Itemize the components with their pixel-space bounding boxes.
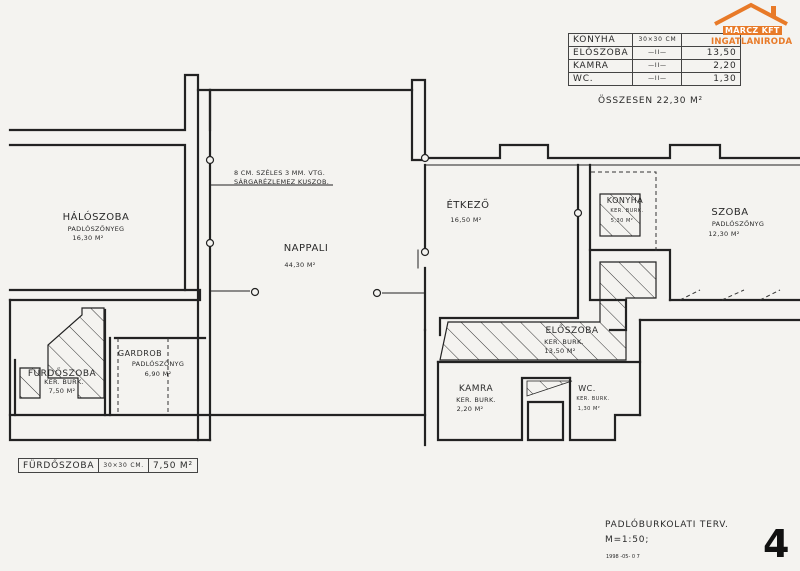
room-name: KAMRA	[567, 59, 634, 73]
room-kamra-name: KAMRA	[458, 384, 494, 394]
room-eloszoba-area: 13,50 M²	[544, 347, 576, 355]
table-row: KAMRA —II— 2,20	[567, 59, 742, 73]
plan-date-stamp: 1998 -05- 0 7	[606, 554, 640, 560]
room-etkezo-name: ÉTKEZŐ	[446, 200, 490, 211]
page-number: 4	[763, 522, 790, 566]
room-eloszoba-floor: KER. BURK.	[544, 338, 584, 346]
tile-size: 30×30 CM.	[98, 458, 150, 473]
house-roof-icon	[714, 2, 788, 26]
total-area: ÖSSZESEN 22,30 M²	[598, 96, 703, 106]
room-konyha-name: KONYHA	[606, 196, 644, 205]
room-gardrob-area: 6,90 M²	[144, 370, 172, 378]
room-kamra-floor: KER. BURK.	[456, 396, 496, 404]
tile-size: —II—	[632, 46, 683, 60]
area-value: 1,30	[681, 72, 742, 86]
room-name: FÜRDŐSZOBA	[17, 458, 100, 473]
logo-subtitle: INGATLANIRODA	[711, 37, 793, 47]
tile-size: 30×30 CM	[632, 33, 683, 47]
room-gardrob-floor: PADLÓSZŐNYG	[131, 360, 185, 368]
threshold-note-line1: 8 CM. SZÉLES 3 MM. VTG.	[234, 169, 326, 177]
room-szoba-area: 12,30 M²	[708, 230, 740, 238]
room-konyha-area: 5,30 M²	[610, 218, 634, 224]
room-gardrob-name: GARDROB	[117, 349, 163, 358]
room-furdoszoba-floor: KER. BURK.	[44, 378, 84, 386]
room-nappali-name: NAPPALI	[283, 243, 329, 254]
company-logo[interactable]: MÁRCZ KFT INGATLANIRODA	[705, 2, 797, 50]
room-wc-floor: KER. BURK.	[576, 396, 610, 402]
tile-spec-table: KONYHA 30×30 CM ELŐSZOBA —II— 13,50 KAMR…	[567, 33, 742, 86]
room-haloszoba-name: HÁLÓSZOBA	[62, 212, 130, 223]
room-szoba-floor: PADLÓSZŐNYG	[711, 220, 765, 228]
room-name: ELŐSZOBA	[567, 46, 634, 60]
room-haloszoba-area: 16,30 M²	[72, 234, 104, 242]
tile-size: —II—	[632, 59, 683, 73]
room-szoba-name: SZOBA	[711, 207, 749, 218]
room-furdoszoba-area: 7,50 M²	[48, 387, 76, 395]
room-konyha-floor: KER. BURK.	[610, 208, 644, 214]
room-nappali-area: 44,30 M²	[284, 261, 316, 269]
room-eloszoba-name: ELŐSZOBA	[545, 326, 599, 336]
plan-scale: M=1:50;	[605, 535, 650, 545]
area-value: 2,20	[681, 59, 742, 73]
room-etkezo-area: 16,50 M²	[450, 216, 482, 224]
threshold-marks	[210, 184, 425, 294]
room-wc-name: WC.	[578, 384, 596, 393]
room-name: KONYHA	[567, 33, 634, 47]
plan-title: PADLÓBURKOLATI TERV.	[605, 520, 729, 530]
room-kamra-area: 2,20 M²	[456, 405, 484, 413]
room-furdoszoba-name: FÜRDŐSZOBA	[27, 369, 97, 379]
door-hinges	[205, 153, 583, 298]
area-value: 7,50 M²	[148, 458, 198, 473]
walls	[8, 73, 800, 447]
table-row: WC. —II— 1,30	[567, 72, 742, 86]
logo-name: MÁRCZ KFT	[723, 26, 782, 35]
threshold-note-line2: SÁRGARÉZLEMEZ KUSZOB.	[234, 178, 330, 186]
bathroom-spec-table: FÜRDŐSZOBA 30×30 CM. 7,50 M²	[17, 458, 198, 473]
tile-size: —II—	[632, 72, 683, 86]
room-name: WC.	[567, 72, 634, 86]
room-haloszoba-floor: PADLÓSZŐNYEG	[67, 225, 125, 233]
room-wc-area: 1,30 M²	[577, 406, 601, 412]
dashed-lines	[117, 171, 781, 415]
table-row: FÜRDŐSZOBA 30×30 CM. 7,50 M²	[17, 458, 198, 473]
tiled-areas	[19, 193, 657, 399]
